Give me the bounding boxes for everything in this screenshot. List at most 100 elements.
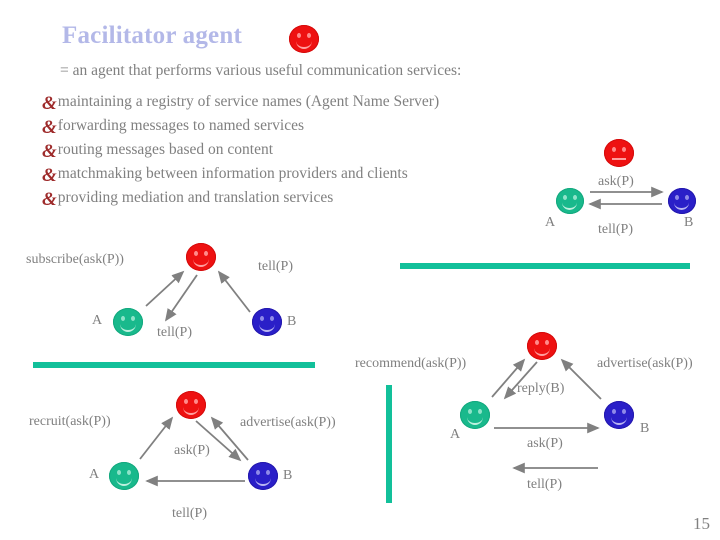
arrow-advertise [560,358,602,400]
eye-left-icon [184,399,188,404]
facilitator-face-icon [289,25,319,53]
eye-right-icon [270,316,274,321]
message-label-advertise: advertise(ask(P)) [240,415,336,430]
mouth-smile-icon [120,322,136,332]
message-label-reply: reply(B) [517,381,565,396]
mouth-smile-icon [611,415,627,425]
message-label-tell-mid: tell(P) [157,325,192,340]
eye-left-icon [468,409,472,414]
agent-b-label: B [640,421,650,436]
list-item: & forwarding messages to named services [42,114,439,138]
eye-right-icon [194,399,198,404]
list-item-label: matchmaking between information provider… [57,165,408,182]
eye-right-icon [685,195,689,200]
page-title: Facilitator agent [62,22,242,49]
list-item: & maintaining a registry of service name… [42,90,439,114]
facilitator-face-icon [176,391,206,419]
eye-right-icon [204,251,208,256]
bullet-marker-icon: & [42,140,57,162]
mouth-smile-icon [255,476,271,486]
agent-a-label: A [545,215,556,230]
mouth-smile-icon [467,415,483,425]
mouth-smile-icon [193,257,209,267]
message-label-recruit: recruit(ask(P)) [29,414,111,429]
message-label-ask: ask(P) [174,443,210,458]
mouth-smile-icon [534,346,550,356]
mouth-smile-icon [259,322,275,332]
eye-right-icon [307,33,311,38]
arrow-tell-down [164,274,198,322]
list-item-label: maintaining a registry of service names … [57,93,440,110]
list-item: & matchmaking between information provid… [42,162,439,186]
arrow-recruit [139,416,174,460]
message-label-ask: ask(P) [527,436,563,451]
eye-right-icon [478,409,482,414]
facilitator-face-icon [527,332,557,360]
divider-horizontal-left [33,362,315,368]
eye-right-icon [545,340,549,345]
eye-left-icon [612,147,616,152]
divider-horizontal-right [400,263,690,269]
mouth-smile-icon [296,39,312,49]
bullet-marker-icon: & [42,92,57,114]
mouth-neutral-icon [612,158,626,160]
message-label-recommend: recommend(ask(P)) [355,356,467,371]
eye-right-icon [622,409,626,414]
list-item-label: forwarding messages to named services [57,117,304,134]
page-number: 15 [693,514,710,533]
bullet-marker-icon: & [42,164,57,186]
eye-left-icon [535,340,539,345]
eye-left-icon [563,195,567,200]
eye-right-icon [131,316,135,321]
mouth-smile-icon [674,201,689,210]
eye-right-icon [622,147,626,152]
mouth-smile-icon [562,201,577,210]
list-item-label: routing messages based on content [57,141,274,158]
agent-a-label: A [89,467,100,482]
lead-text: = an agent that performs various useful … [60,62,462,79]
message-label-tell: tell(P) [172,506,207,521]
divider-vertical [386,385,392,503]
mouth-smile-icon [183,405,199,415]
list-item: & routing messages based on content [42,138,439,162]
eye-left-icon [675,195,679,200]
message-label-ask: ask(P) [598,174,634,189]
eye-left-icon [121,316,125,321]
message-label-tell: tell(P) [527,477,562,492]
arrow-subscribe [145,270,185,307]
bullet-list: & maintaining a registry of service name… [42,90,439,210]
agent-b-label: B [684,215,694,230]
eye-left-icon [256,470,260,475]
message-label-tell: tell(P) [598,222,633,237]
agent-a-face-icon [109,462,139,490]
agent-a-face-icon [460,401,490,429]
agent-b-face-icon [668,188,696,214]
eye-left-icon [612,409,616,414]
agent-a-face-icon [113,308,143,336]
agent-b-face-icon [248,462,278,490]
agent-a-label: A [450,427,461,442]
agent-b-label: B [283,468,293,483]
agent-b-face-icon [252,308,282,336]
agent-b-label: B [287,314,297,329]
facilitator-face-icon [186,243,216,271]
eye-right-icon [266,470,270,475]
message-label-subscribe: subscribe(ask(P)) [26,252,124,267]
agent-a-face-icon [556,188,584,214]
arrow-tell-up [217,270,251,313]
facilitator-face-icon [604,139,634,167]
eye-right-icon [127,470,131,475]
mouth-smile-icon [116,476,132,486]
message-label-tell-right: tell(P) [258,259,293,274]
agent-a-label: A [92,313,103,328]
eye-left-icon [194,251,198,256]
list-item-label: providing mediation and translation serv… [57,189,334,206]
eye-left-icon [297,33,301,38]
eye-left-icon [117,470,121,475]
bullet-marker-icon: & [42,188,57,210]
eye-right-icon [573,195,577,200]
eye-left-icon [260,316,264,321]
agent-b-face-icon [604,401,634,429]
